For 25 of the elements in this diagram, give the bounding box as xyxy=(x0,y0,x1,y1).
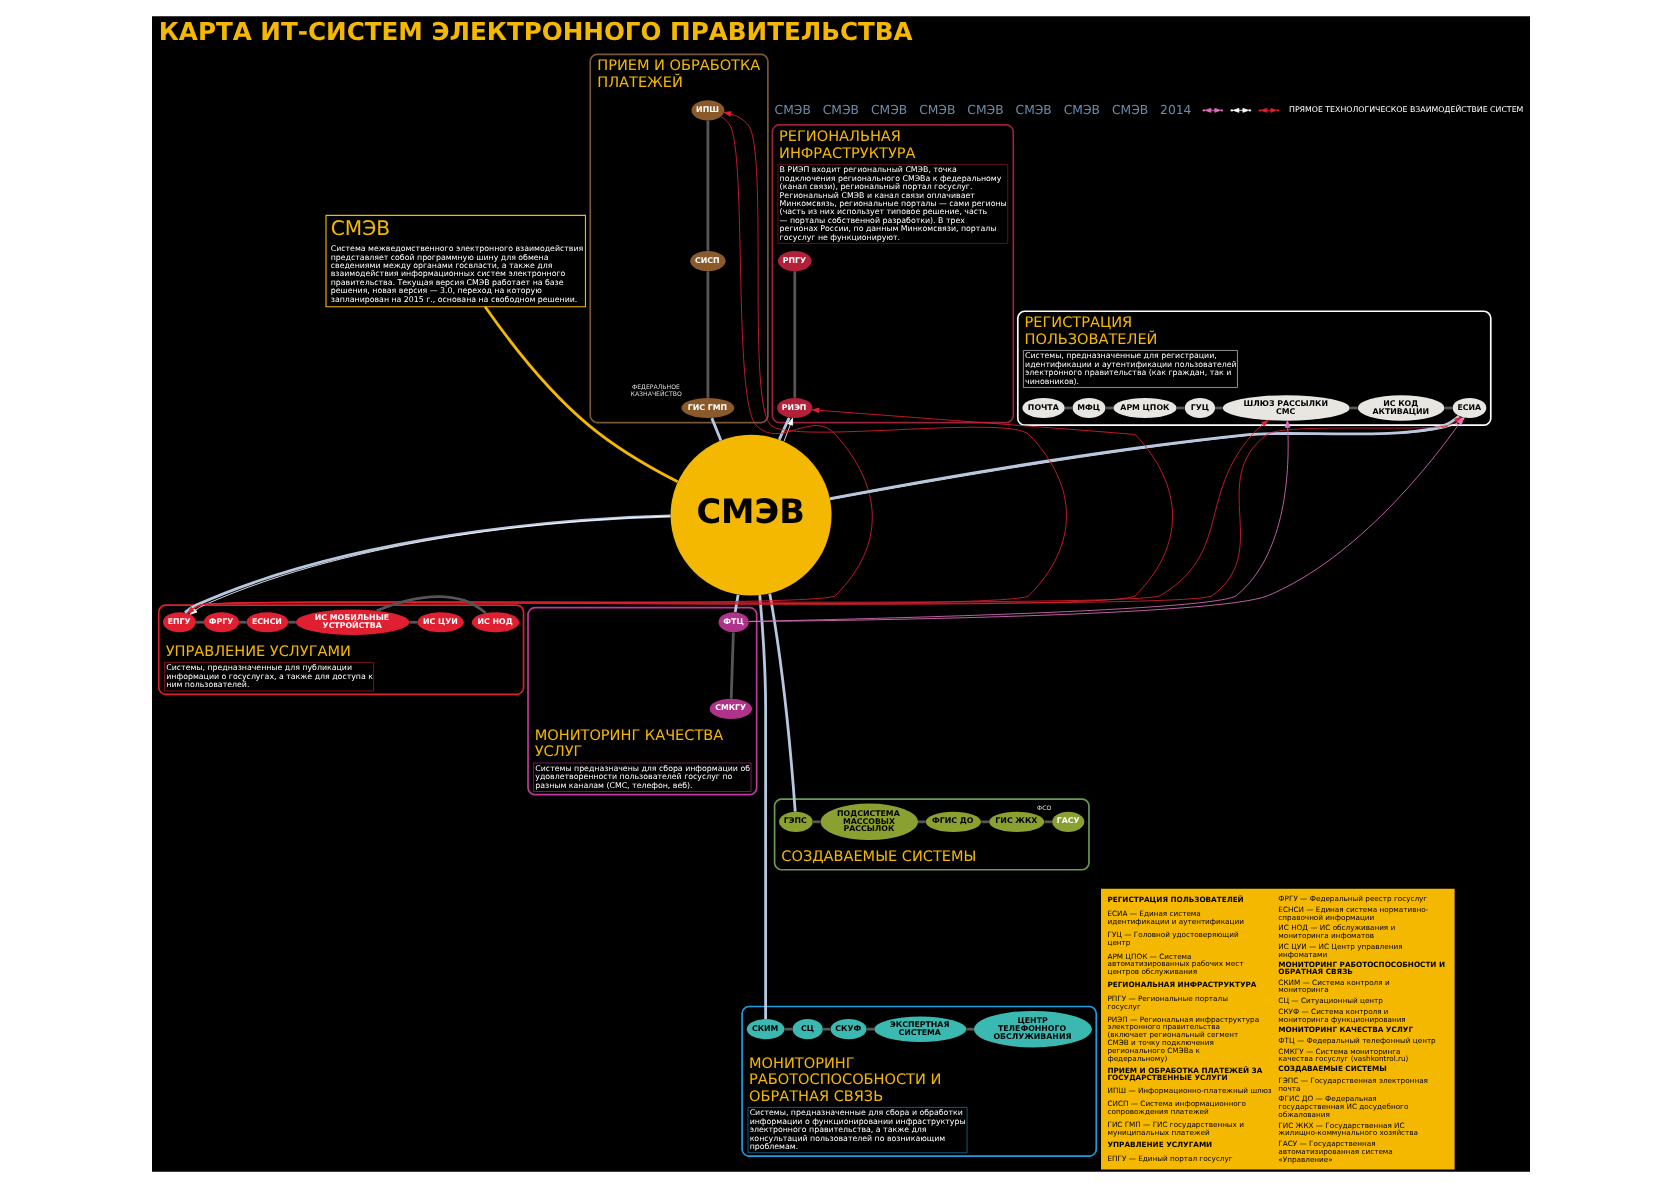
connector xyxy=(965,1027,973,1031)
connector xyxy=(408,620,417,624)
connector xyxy=(767,593,796,812)
connector xyxy=(917,820,925,824)
connector xyxy=(705,271,709,398)
node-circle: СМЭВ xyxy=(669,434,831,596)
connector xyxy=(709,417,722,441)
connector xyxy=(865,1027,874,1031)
connector xyxy=(783,1027,792,1031)
connector xyxy=(195,620,203,624)
connector xyxy=(811,820,820,824)
arrow xyxy=(782,417,792,442)
connector xyxy=(776,417,790,441)
connector xyxy=(757,595,767,1019)
connector xyxy=(821,1027,830,1031)
connector xyxy=(1043,820,1051,824)
connector xyxy=(287,620,295,624)
connector xyxy=(980,820,988,824)
connector xyxy=(728,632,734,699)
connector xyxy=(238,620,246,624)
connector xyxy=(792,271,796,398)
diagram-title: КАРТА ИТ-СИСТЕМ ЭЛЕКТРОННОГО ПРАВИТЕЛЬСТВА xyxy=(157,17,912,46)
connector xyxy=(375,595,486,615)
connector xyxy=(483,305,678,484)
connector xyxy=(705,120,709,251)
